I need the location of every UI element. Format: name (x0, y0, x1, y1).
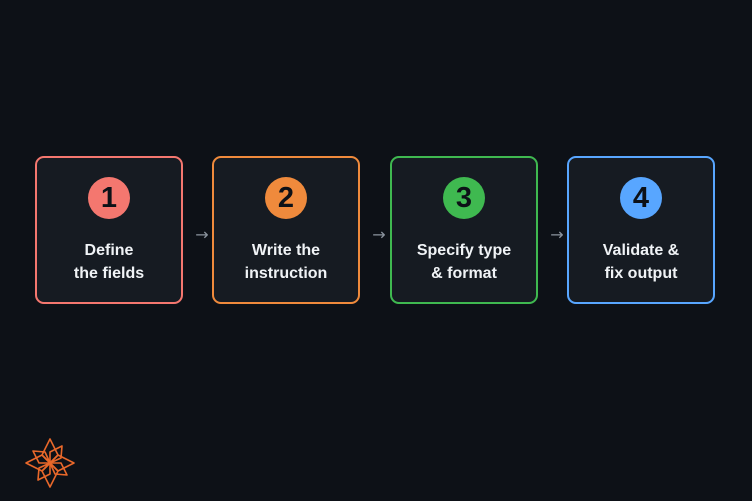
step-card-4: 4 Validate & fix output (567, 156, 715, 304)
step-card-1: 1 Define the fields (35, 156, 183, 304)
step-number-badge-3: 3 (443, 177, 485, 219)
step-label-4: Validate & fix output (602, 242, 680, 282)
step-label-3: Specify type & format (416, 242, 512, 282)
arrow-connector-3: → (550, 225, 564, 244)
step-number-badge-2: 2 (265, 177, 307, 219)
step-label-2: Write the instruction (244, 242, 328, 282)
arrow-connector-1: → (195, 225, 209, 244)
step-number-badge-4: 4 (620, 177, 662, 219)
step-card-3: 3 Specify type & format (390, 156, 538, 304)
arrow-connector-2: → (372, 225, 386, 244)
step-card-2: 2 Write the instruction (212, 156, 360, 304)
step-label-1: Define the fields (73, 242, 145, 282)
step-number-badge-1: 1 (88, 177, 130, 219)
flower-logo-icon (25, 438, 75, 488)
